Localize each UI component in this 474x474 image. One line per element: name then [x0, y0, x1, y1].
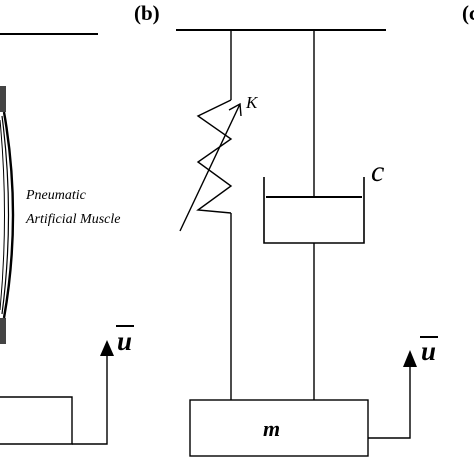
panel-a-input-wire	[72, 354, 108, 445]
muscle-inner-curve-2	[0, 119, 5, 311]
mass-block	[189, 399, 369, 457]
panel-b: (b) K c m u	[134, 1, 438, 457]
panel-b-input-label-u: u	[421, 336, 436, 366]
variable-stiffness-arrow	[179, 103, 241, 232]
muscle-inner-curve	[1, 115, 10, 315]
panel-a-mass-block	[0, 396, 73, 445]
spring-label-k: K	[245, 93, 259, 112]
panel-a-fragment: Pneumatic Artificial Muscle u	[0, 33, 134, 445]
panel-b-input-wire	[368, 366, 411, 439]
pneumatic-muscle-body	[0, 86, 15, 344]
muscle-label-line2: Artificial Muscle	[25, 212, 120, 227]
panel-a-input-arrowhead	[100, 340, 114, 356]
muscle-label-line1: Pneumatic	[25, 188, 87, 203]
panel-b-input-arrowhead	[403, 350, 417, 367]
muscle-bottom-cap	[0, 318, 6, 344]
panel-b-label: (b)	[134, 1, 160, 25]
muscle-outer-curve	[2, 111, 15, 319]
variable-stiffness-arrowhead	[228, 102, 242, 117]
damper-label-c: c	[371, 155, 384, 188]
panel-a-input-label-u: u	[117, 326, 132, 356]
panel-c-label-partial: (c	[462, 1, 474, 25]
spring-coil	[196, 99, 233, 214]
mass-label-m: m	[263, 416, 280, 441]
muscle-top-cap	[0, 86, 6, 112]
